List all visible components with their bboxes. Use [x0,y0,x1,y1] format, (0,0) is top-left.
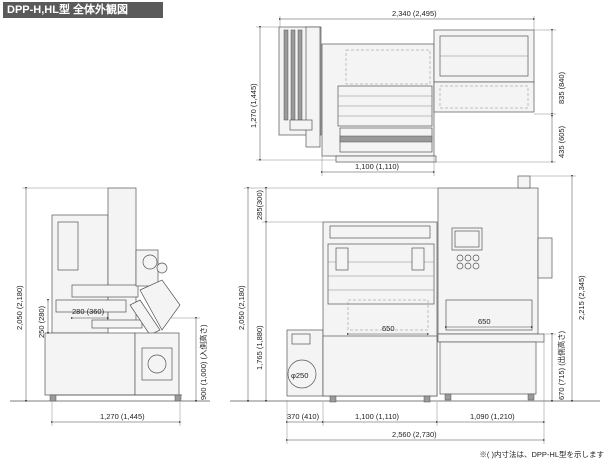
dim-front-1765: 1,765 (1,880) [255,325,264,370]
dim-top-width: 2,340 (2,495) [392,9,437,18]
dim-top-bottom: 1,100 (1,110) [355,162,400,171]
dim-side-250: 250 (280) [37,305,46,338]
page-title: DPP-H,HL型 全体外観図 [3,2,163,18]
dim-side-900: 900 (1,000) (入側高さ) [198,324,208,400]
dim-top-right-lower: 435 (605) [557,125,566,158]
footnote: ※( )内寸法は、DPP-HL型を示します [479,450,604,459]
dim-top-right-upper: 835 (840) [557,71,566,104]
dim-front-285: 285(300) [255,189,264,220]
dim-front-670: 670 (715) (出側高さ) [556,330,566,400]
dim-side-280: 280 (360) [72,307,105,316]
dim-front-1090: 1,090 (1,210) [470,412,515,421]
front-view: 2,050 (2,180) 285(300) 1,765 (1,880) 650… [230,174,600,444]
dim-front-phi: φ250 [291,371,308,380]
dim-front-650b: 650 [478,317,491,326]
dim-front-2050: 2,050 (2,180) [237,285,246,330]
dim-front-370: 370 (410) [287,412,320,421]
dim-side-height: 2,050 (2,180) [15,285,24,330]
dim-front-1100: 1,100 (1,110) [355,412,400,421]
dim-top-height: 1,270 (1,445) [249,83,258,128]
dim-front-total: 2,560 (2,730) [392,430,437,439]
dim-side-width: 1,270 (1,445) [100,412,145,421]
top-view: 2,340 (2,495) 1,270 (1,445) 835 (840) 43… [249,9,566,176]
dim-front-650a: 650 [382,324,395,333]
dim-front-2215: 2,215 (2,345) [577,275,586,320]
side-view: 2,050 (2,180) 250 (280) 280 (360) 900 (1… [10,186,210,426]
